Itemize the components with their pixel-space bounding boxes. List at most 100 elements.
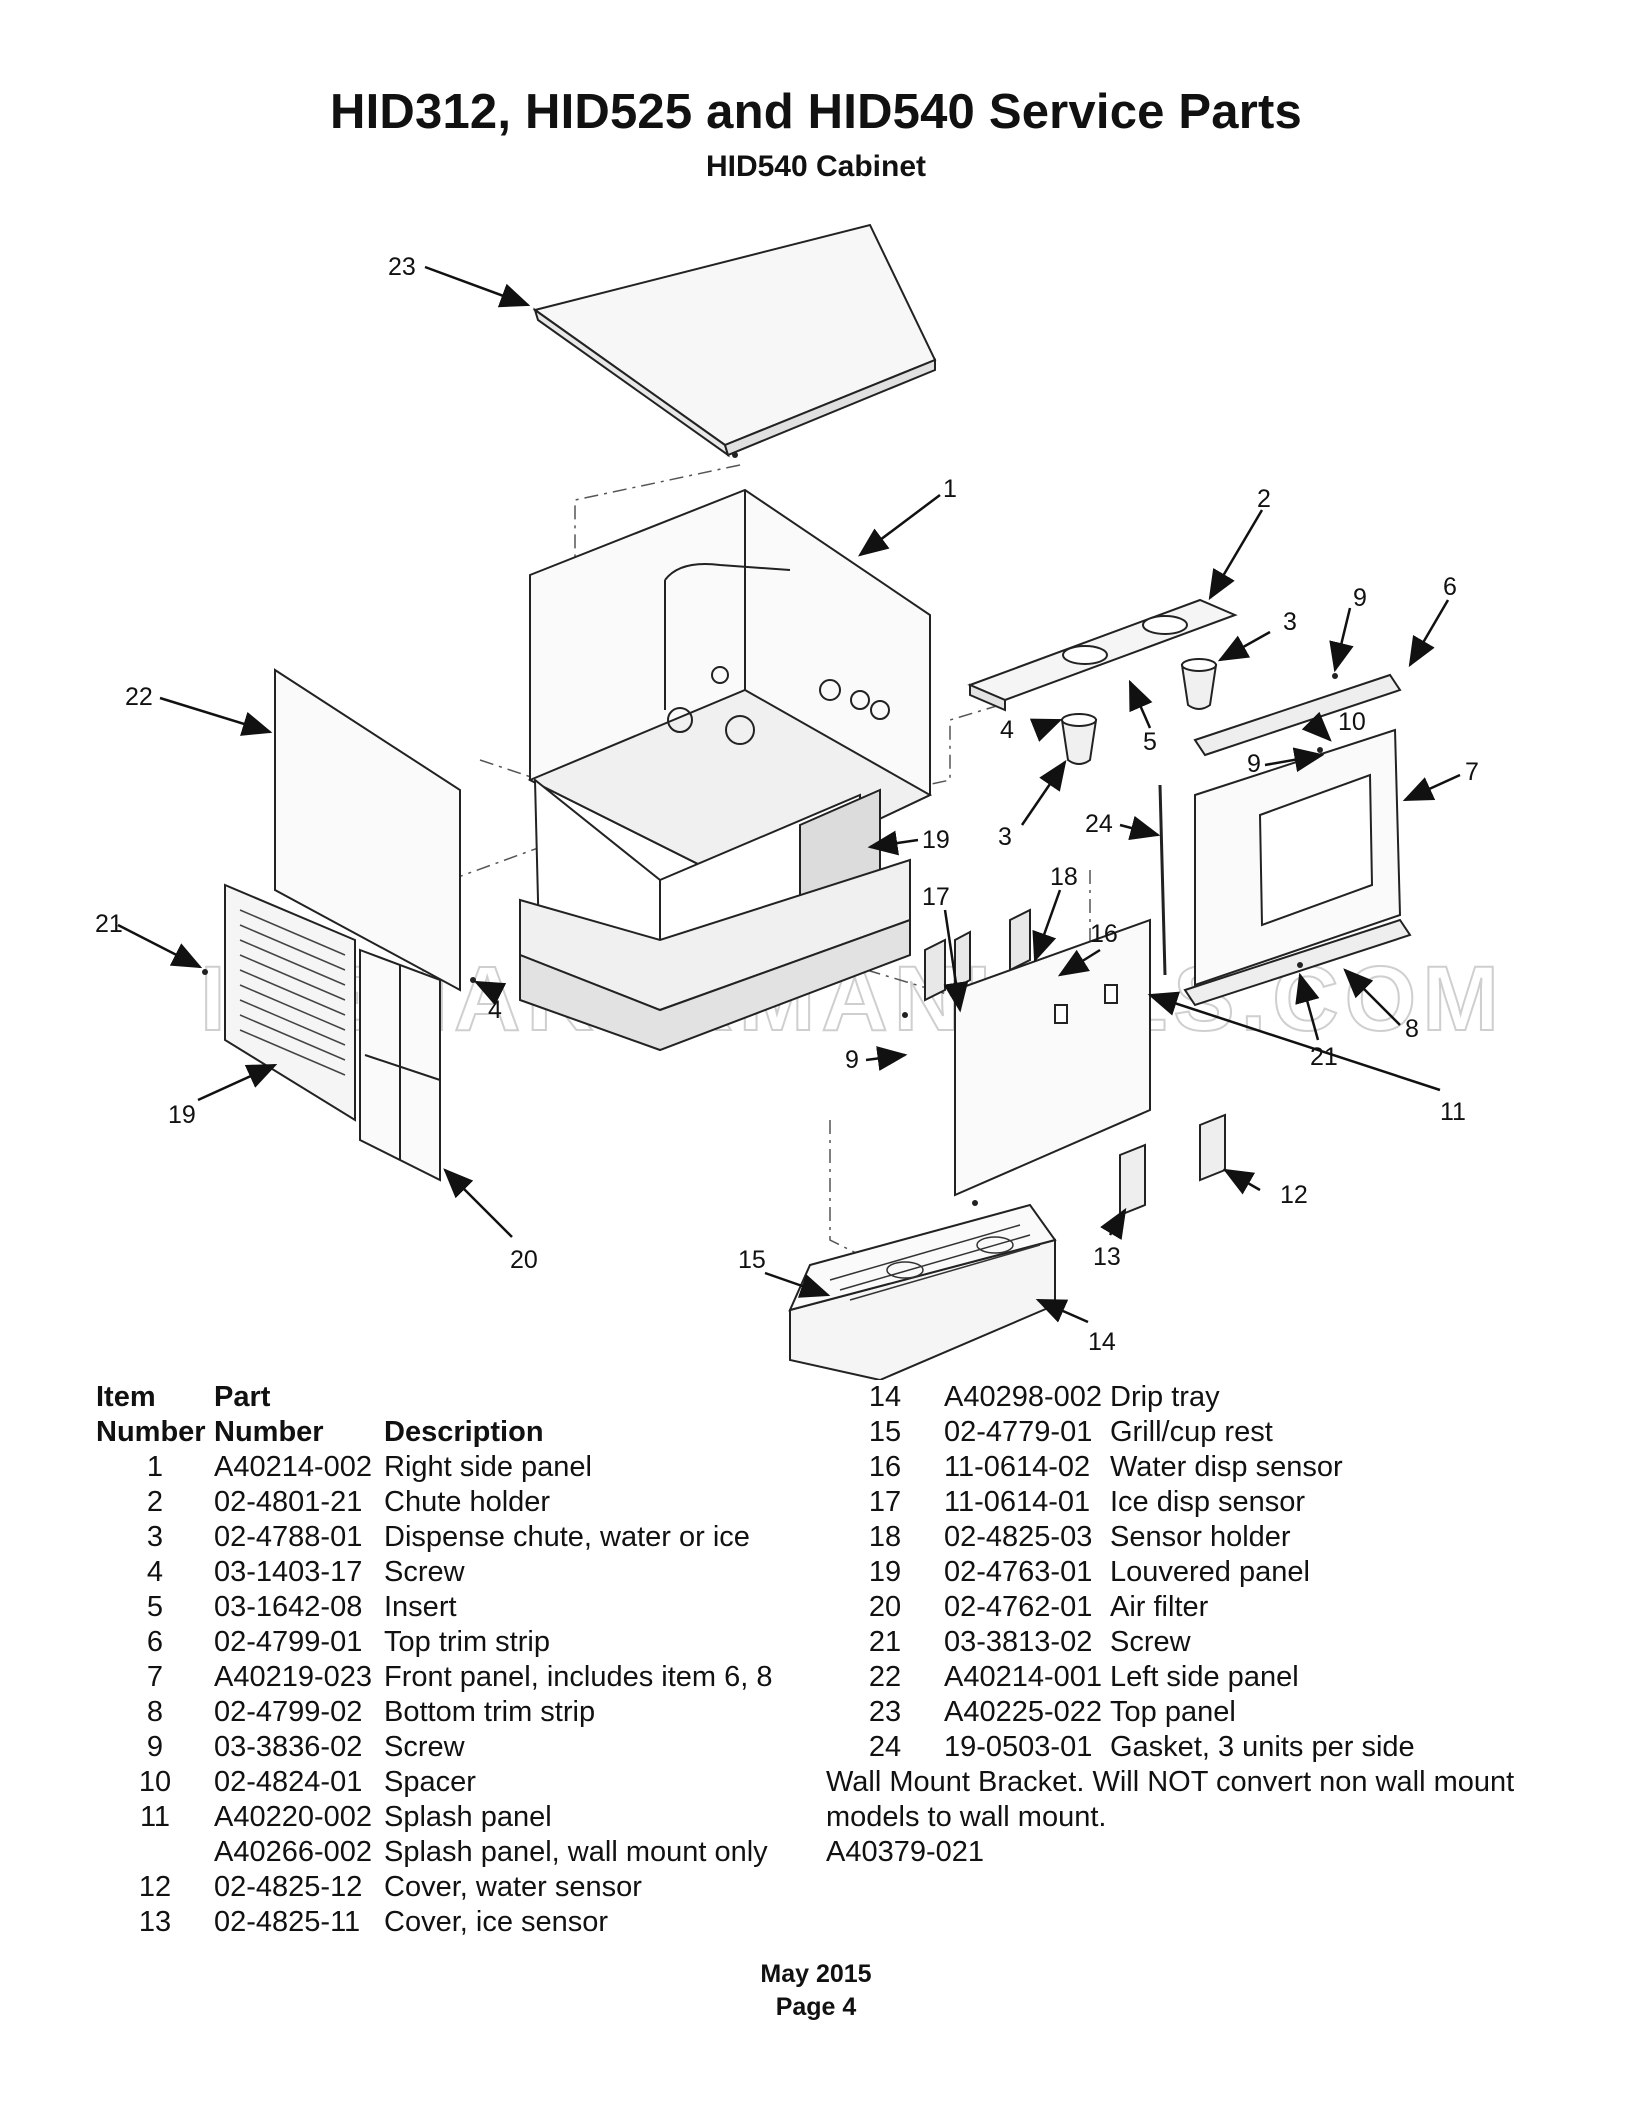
item-number-cell: 17	[868, 1486, 902, 1518]
part-number-cell: 02-4763-01	[944, 1556, 1093, 1588]
part-number-cell: A40220-002	[214, 1801, 373, 1833]
description-cell: Top trim strip	[384, 1626, 550, 1658]
description-cell: Spacer	[384, 1766, 476, 1798]
table-row: 11 A40220-002 Splash panel	[96, 1800, 772, 1835]
item-number-cell: 21	[868, 1626, 902, 1658]
air-filter-part	[359, 948, 441, 1182]
item-number-cell: 24	[868, 1731, 902, 1763]
part-number-cell: 03-1642-08	[214, 1591, 363, 1623]
part-number-cell: 02-4825-12	[214, 1871, 363, 1903]
part-number-cell: 02-4824-01	[214, 1766, 363, 1798]
callout-21b: 21	[1310, 1043, 1338, 1071]
description-cell: Gasket, 3 units per side	[1110, 1731, 1415, 1763]
front-panel-part	[1194, 728, 1402, 987]
part-number-cell: A40214-001	[944, 1661, 1103, 1693]
item-number-cell: 20	[868, 1591, 902, 1623]
top-panel-part	[532, 223, 937, 458]
description-cell: Screw	[1110, 1626, 1191, 1658]
item-number-cell: 10	[138, 1766, 172, 1798]
callout-2: 2	[1257, 485, 1271, 513]
item-number-cell: 14	[868, 1381, 902, 1413]
callout-6: 6	[1443, 573, 1457, 601]
description-cell: Drip tray	[1110, 1381, 1220, 1413]
callout-15: 15	[738, 1246, 766, 1274]
chute-holder-part	[967, 598, 1238, 712]
page-subtitle: HID540 Cabinet	[705, 150, 927, 183]
part-number-cell: A40219-023	[214, 1661, 373, 1693]
callout-8: 8	[1405, 1015, 1419, 1043]
item-number-cell: 19	[868, 1556, 902, 1588]
item-number-cell: 11	[139, 1801, 171, 1833]
item-header: Item	[96, 1381, 156, 1413]
description-cell: Chute holder	[384, 1486, 551, 1518]
callout-19b: 19	[168, 1101, 196, 1129]
callout-3a: 3	[1283, 608, 1297, 636]
callout-24: 24	[1085, 810, 1113, 838]
callout-4a: 4	[1000, 716, 1014, 744]
water-sensor-cover-part	[1199, 1113, 1226, 1182]
callout-20: 20	[510, 1246, 538, 1274]
table-row: 10 02-4824-01 Spacer	[96, 1765, 772, 1800]
part-number-cell: A40225-022	[944, 1696, 1103, 1728]
left-side-panel-part	[274, 668, 461, 992]
description-cell: Splash panel	[384, 1801, 552, 1833]
part-number-cell: 02-4825-11	[214, 1906, 361, 1938]
callout-4b: 4	[488, 996, 502, 1024]
item-number-cell: 3	[146, 1521, 164, 1553]
footer-page: Page 4	[775, 1993, 857, 2021]
callout-7: 7	[1465, 758, 1479, 786]
description-cell: Insert	[384, 1591, 457, 1623]
part-number-cell: 03-3813-02	[944, 1626, 1093, 1658]
drip-tray-part	[788, 1203, 1057, 1380]
description-cell: Grill/cup rest	[1110, 1416, 1273, 1448]
grill-cup-rest-part	[829, 1224, 1041, 1301]
item-number-cell: 8	[146, 1696, 164, 1728]
gasket-part	[1158, 784, 1167, 976]
part-number-cell: 02-4762-01	[944, 1591, 1093, 1623]
callout-18: 18	[1050, 863, 1078, 891]
part-number-cell: 11-0614-02	[944, 1451, 1091, 1483]
callout-23: 23	[388, 253, 416, 281]
callout-22: 22	[125, 683, 153, 711]
callout-5: 5	[1143, 728, 1157, 756]
callout-9c: 9	[845, 1046, 859, 1074]
item-number-cell: 23	[868, 1696, 902, 1728]
callout-labels: 23 1 2 3 9 6 22 4 5 10 7 9 3 24 19 18 16…	[95, 253, 1479, 1356]
description-cell: Front panel, includes item 6, 8	[384, 1661, 773, 1693]
item-number-cell: 12	[138, 1871, 172, 1903]
item-number-cell: 15	[868, 1416, 902, 1448]
louvered-panel-part	[224, 883, 356, 1122]
item-number-cell: 22	[868, 1661, 902, 1693]
description-cell: Cover, water sensor	[384, 1871, 642, 1903]
footer-date: May 2015	[760, 1960, 872, 1988]
part-number-cell: 02-4825-03	[944, 1521, 1093, 1553]
item-number-cell: 9	[146, 1731, 164, 1763]
item-number-cell: 6	[146, 1626, 164, 1658]
part-number-cell: A40266-002	[214, 1836, 373, 1868]
bottom-trim-strip-part	[1183, 918, 1412, 1007]
part-number-cell: A40214-002	[214, 1451, 373, 1483]
part-number-cell: 19-0503-01	[944, 1731, 1093, 1763]
table-header-row-1: Item Part	[96, 1380, 772, 1415]
part-header: Part	[214, 1381, 271, 1413]
part-number-cell: 02-4799-02	[214, 1696, 363, 1728]
description-cell: Water disp sensor	[1110, 1451, 1343, 1483]
description-cell: Screw	[384, 1731, 465, 1763]
